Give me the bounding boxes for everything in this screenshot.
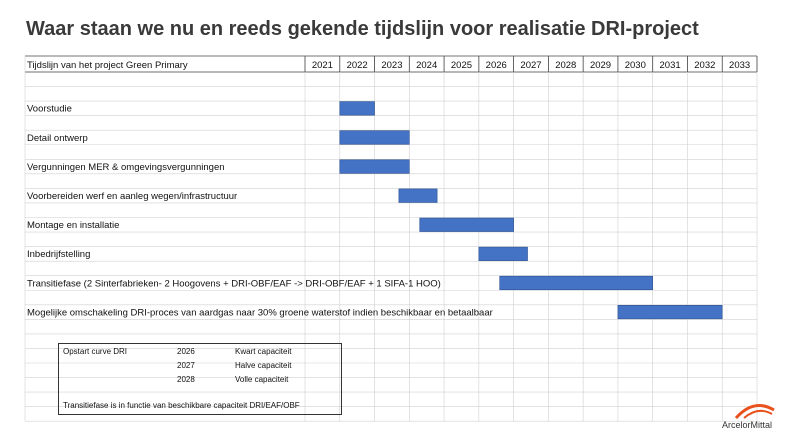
startup-curve-heading: Opstart curve DRI xyxy=(63,347,128,356)
task-bar xyxy=(499,275,653,291)
year-label: 2023 xyxy=(381,60,402,71)
year-label: 2025 xyxy=(451,60,472,71)
task-bar xyxy=(398,188,438,203)
task-label: Voorbereiden werf en aanleg wegen/infras… xyxy=(27,191,237,202)
task-label: Vergunningen MER & omgevingsvergunningen xyxy=(27,162,225,173)
startup-curve-box: Opstart curve DRI 2026 Kwart capaciteit … xyxy=(58,343,342,415)
year-label: 2028 xyxy=(555,60,576,71)
year-label: 2021 xyxy=(312,60,333,71)
year-label: 2033 xyxy=(729,60,750,71)
task-bar xyxy=(339,159,410,174)
task-bar xyxy=(339,130,410,145)
year-label: 2030 xyxy=(625,60,646,71)
task-bar xyxy=(478,246,528,261)
task-bar xyxy=(419,217,514,232)
page-title: Waar staan we nu en reeds gekende tijdsl… xyxy=(26,18,699,40)
year-label: 2029 xyxy=(590,60,611,71)
year-label: 2026 xyxy=(486,60,507,71)
year-label: 2032 xyxy=(694,60,715,71)
task-label: Detail ontwerp xyxy=(27,133,88,144)
startup-capacity-3: Volle capaciteit xyxy=(235,375,289,384)
logo-text: ArcelorMittal xyxy=(722,420,773,430)
task-bar xyxy=(617,304,723,320)
task-label: Mogelijke omschakeling DRI-proces van aa… xyxy=(27,307,493,318)
startup-capacity-1: Kwart capaciteit xyxy=(235,347,292,356)
startup-year-2: 2027 xyxy=(177,361,195,370)
task-label: Voorstudie xyxy=(27,104,72,115)
year-label: 2022 xyxy=(347,60,368,71)
startup-capacity-2: Halve capaciteit xyxy=(235,361,292,370)
year-label: 2031 xyxy=(660,60,681,71)
table-header-label: Tijdslijn van het project Green Primary xyxy=(27,60,188,71)
startup-year-3: 2028 xyxy=(177,375,195,384)
arcelormittal-logo-icon xyxy=(734,404,775,420)
startup-year-1: 2026 xyxy=(177,347,195,356)
task-label: Montage en installatie xyxy=(27,220,119,231)
arcelormittal-logo: ArcelorMittal xyxy=(722,400,792,434)
task-label: Inbedrijfstelling xyxy=(27,249,90,260)
task-label: Transitiefase (2 Sinterfabrieken- 2 Hoog… xyxy=(27,278,441,289)
transition-note: Transitiefase is in functie van beschikb… xyxy=(63,401,300,410)
task-bar xyxy=(339,101,375,116)
year-label: 2024 xyxy=(416,60,437,71)
year-label: 2027 xyxy=(520,60,541,71)
